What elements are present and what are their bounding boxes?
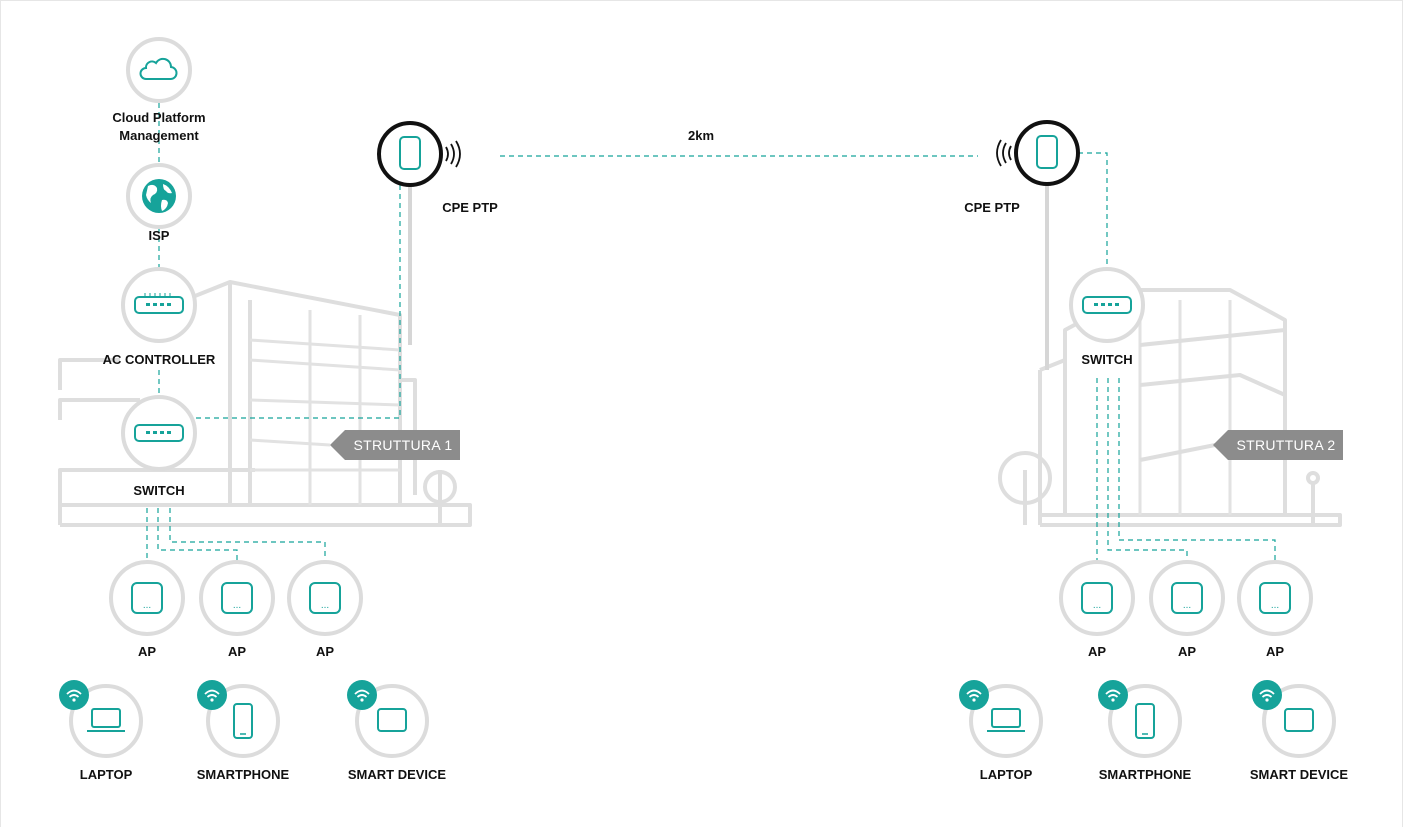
svg-text:...: ... [1093,600,1101,611]
ap-1-3[interactable]: ... [287,560,363,636]
ap-1-2[interactable]: ... [199,560,275,636]
smartphone-icon [233,703,253,739]
ap-1-2-label: AP [228,644,246,659]
ap-2-1-label: AP [1088,644,1106,659]
wifi-badge-icon [959,680,989,710]
cloud-label-line1: Cloud Platform [112,110,205,125]
svg-text:...: ... [321,600,329,611]
ap-1-3-label: AP [316,644,334,659]
building-1-outline [58,280,472,527]
svg-text:...: ... [143,600,151,611]
wifi-badge-icon [1098,680,1128,710]
wifi-badge-icon [347,680,377,710]
wifi-badge-icon [197,680,227,710]
client-2-smart-device-label: SMART DEVICE [1250,767,1349,782]
client-2-laptop[interactable] [959,680,1043,758]
cpe-1-signal-icon [445,140,461,168]
cpe-1-label: CPE PTP [442,200,498,215]
client-1-smartphone-label: SMARTPHONE [197,767,290,782]
client-2-laptop-label: LAPTOP [980,767,1033,782]
tablet-icon [1284,708,1314,732]
svg-text:...: ... [233,600,241,611]
tablet-icon [377,708,407,732]
svg-text:...: ... [1183,600,1191,611]
wifi-badge-icon [59,680,89,710]
struttura-1-tag-text: STRUTTURA 1 [354,437,453,453]
switch-1-icon [134,424,184,442]
connection-lines [146,103,1276,560]
struttura-2-tag-text: STRUTTURA 2 [1237,437,1336,453]
laptop-icon [987,708,1025,732]
cpe-1-device-icon [399,136,421,170]
wifi-badge-icon [1252,680,1282,710]
switch-2-icon [1082,296,1132,314]
ap-2-3-label: AP [1266,644,1284,659]
ap-2-2-label: AP [1178,644,1196,659]
client-1-laptop[interactable] [59,680,143,758]
client-1-smart-device-label: SMART DEVICE [348,767,447,782]
cpe-2-label: CPE PTP [964,200,1020,215]
ap-1-1[interactable]: ... [109,560,185,636]
ap-2-2[interactable]: ... [1149,560,1225,636]
client-2-smartphone[interactable] [1098,680,1182,758]
client-2-smart-device[interactable] [1252,680,1336,758]
cloud-node[interactable] [126,37,192,103]
ac-controller-label: AC CONTROLLER [103,352,216,367]
ap-2-3[interactable]: ... [1237,560,1313,636]
switch-1-label: SWITCH [133,483,184,498]
cloud-label-line2: Management [119,128,199,143]
client-1-smartphone[interactable] [197,680,280,758]
cpe-2-signal-icon [996,139,1012,167]
client-1-laptop-label: LAPTOP [80,767,133,782]
cpe-2-device-icon [1036,135,1058,169]
cloud-icon [139,57,178,80]
struttura-2-tag: STRUTTURA 2 [1213,430,1343,460]
client-1-smart-device[interactable] [347,680,429,758]
link-distance-label: 2km [688,128,714,143]
laptop-icon [87,708,125,732]
smartphone-icon [1135,703,1155,739]
isp-label: ISP [149,228,170,243]
controller-icon [134,293,184,314]
ap-1-1-label: AP [138,644,156,659]
ap-2-1[interactable]: ... [1059,560,1135,636]
switch-2-label: SWITCH [1081,352,1132,367]
client-2-smartphone-label: SMARTPHONE [1099,767,1192,782]
svg-text:...: ... [1271,600,1279,611]
building-2-outline [998,288,1342,527]
globe-icon [142,179,176,213]
struttura-1-tag: STRUTTURA 1 [330,430,460,460]
